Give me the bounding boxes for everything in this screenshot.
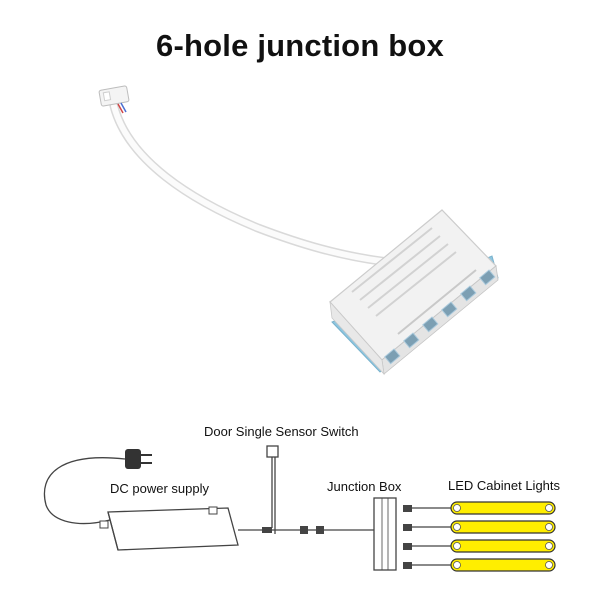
wiring-diagram bbox=[43, 445, 451, 571]
led-light bbox=[450, 558, 556, 572]
led-leads bbox=[403, 505, 451, 569]
cable-connector bbox=[98, 85, 130, 114]
junction-box-holes bbox=[384, 269, 496, 365]
power-plug-icon bbox=[125, 449, 152, 469]
door-sensor-switch bbox=[266, 445, 279, 534]
power-supply-label: DC power supply bbox=[110, 481, 209, 496]
power-supply-adapter bbox=[99, 506, 239, 551]
page-title: 6-hole junction box bbox=[156, 28, 444, 63]
led-cabinet-lights bbox=[450, 501, 556, 572]
junction-box bbox=[373, 497, 397, 571]
sensor-switch-label: Door Single Sensor Switch bbox=[204, 424, 359, 439]
junction-box-label: Junction Box bbox=[327, 479, 402, 494]
led-lights-label: LED Cabinet Lights bbox=[448, 478, 561, 493]
led-light bbox=[450, 539, 556, 553]
led-light bbox=[450, 520, 556, 534]
junction-box-photo bbox=[98, 85, 499, 376]
led-light bbox=[450, 501, 556, 515]
